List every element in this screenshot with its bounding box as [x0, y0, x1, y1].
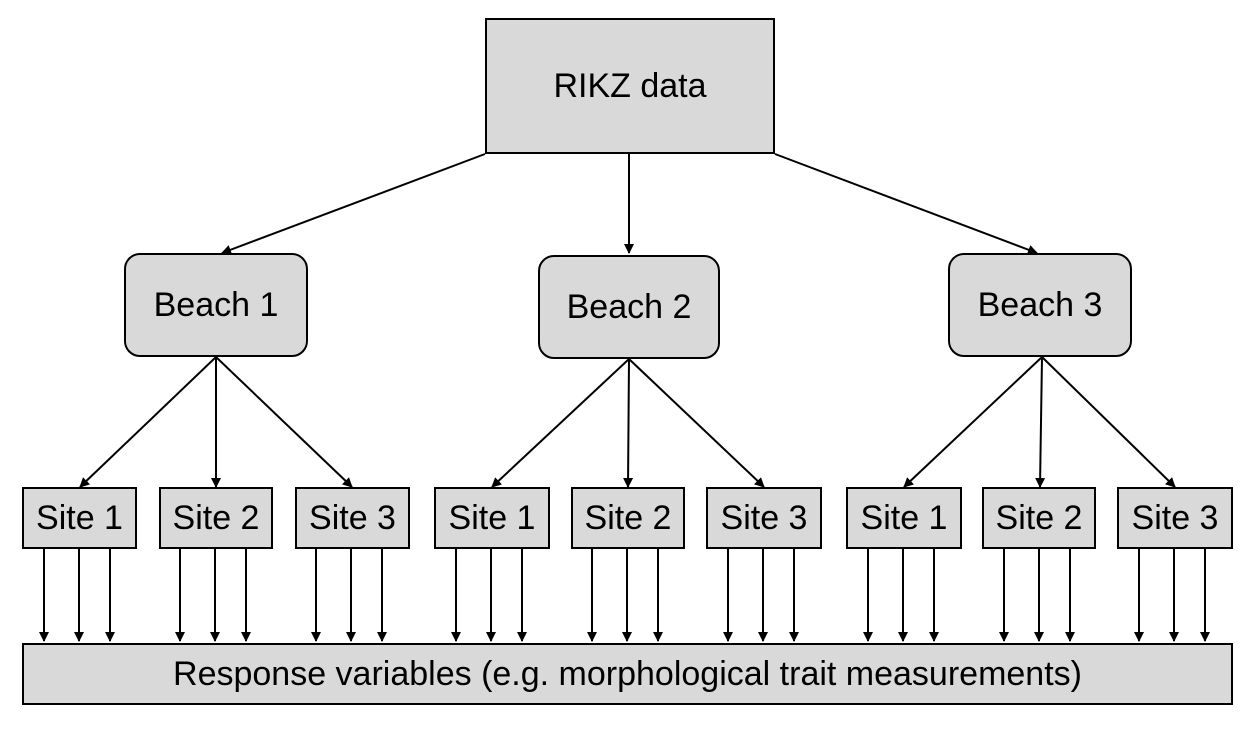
site-node: Site 2 [159, 487, 273, 549]
arrow-beach-to-site [903, 356, 1043, 488]
site-label: Site 2 [584, 498, 672, 537]
site-node: Site 2 [571, 487, 685, 549]
beach-label: Beach 3 [977, 285, 1103, 324]
site-node: Site 2 [982, 487, 1096, 549]
site-label: Site 3 [720, 498, 808, 537]
arrow-beach-to-site [623, 358, 634, 488]
arrow-beach-to-site [215, 356, 353, 488]
site-label: Site 3 [1131, 498, 1219, 537]
site-label: Site 1 [448, 498, 536, 537]
site-label: Site 3 [309, 498, 396, 537]
arrow-beach-to-site [1035, 356, 1046, 488]
beach-label: Beach 1 [153, 285, 279, 324]
beach-node-3: Beach 3 [948, 253, 1132, 357]
site-node: Site 1 [22, 487, 137, 549]
response-variables-box: Response variables (e.g. morphological t… [22, 643, 1233, 705]
arrow-beach-to-site [628, 358, 765, 488]
beach-label: Beach 2 [566, 287, 692, 326]
site-node: Site 1 [846, 487, 962, 549]
arrow-root-to-beach [774, 153, 1038, 255]
arrow-beach-to-site [491, 358, 630, 488]
site-node: Site 3 [1117, 487, 1233, 549]
arrow-beach-to-site [1041, 356, 1176, 488]
site-node: Site 3 [706, 487, 822, 549]
site-label: Site 1 [36, 498, 123, 537]
arrow-beach-to-site [79, 356, 217, 488]
beach-node-2: Beach 2 [538, 255, 720, 359]
site-node: Site 3 [295, 487, 410, 549]
beach-node-1: Beach 1 [124, 253, 308, 357]
root-label: RIKZ data [553, 66, 707, 105]
root-node: RIKZ data [485, 18, 775, 154]
response-label: Response variables (e.g. morphological t… [173, 654, 1082, 693]
site-label: Site 2 [172, 498, 260, 537]
arrow-root-to-beach [221, 153, 486, 255]
site-node: Site 1 [434, 487, 550, 549]
site-label: Site 1 [860, 498, 948, 537]
site-label: Site 2 [995, 498, 1083, 537]
